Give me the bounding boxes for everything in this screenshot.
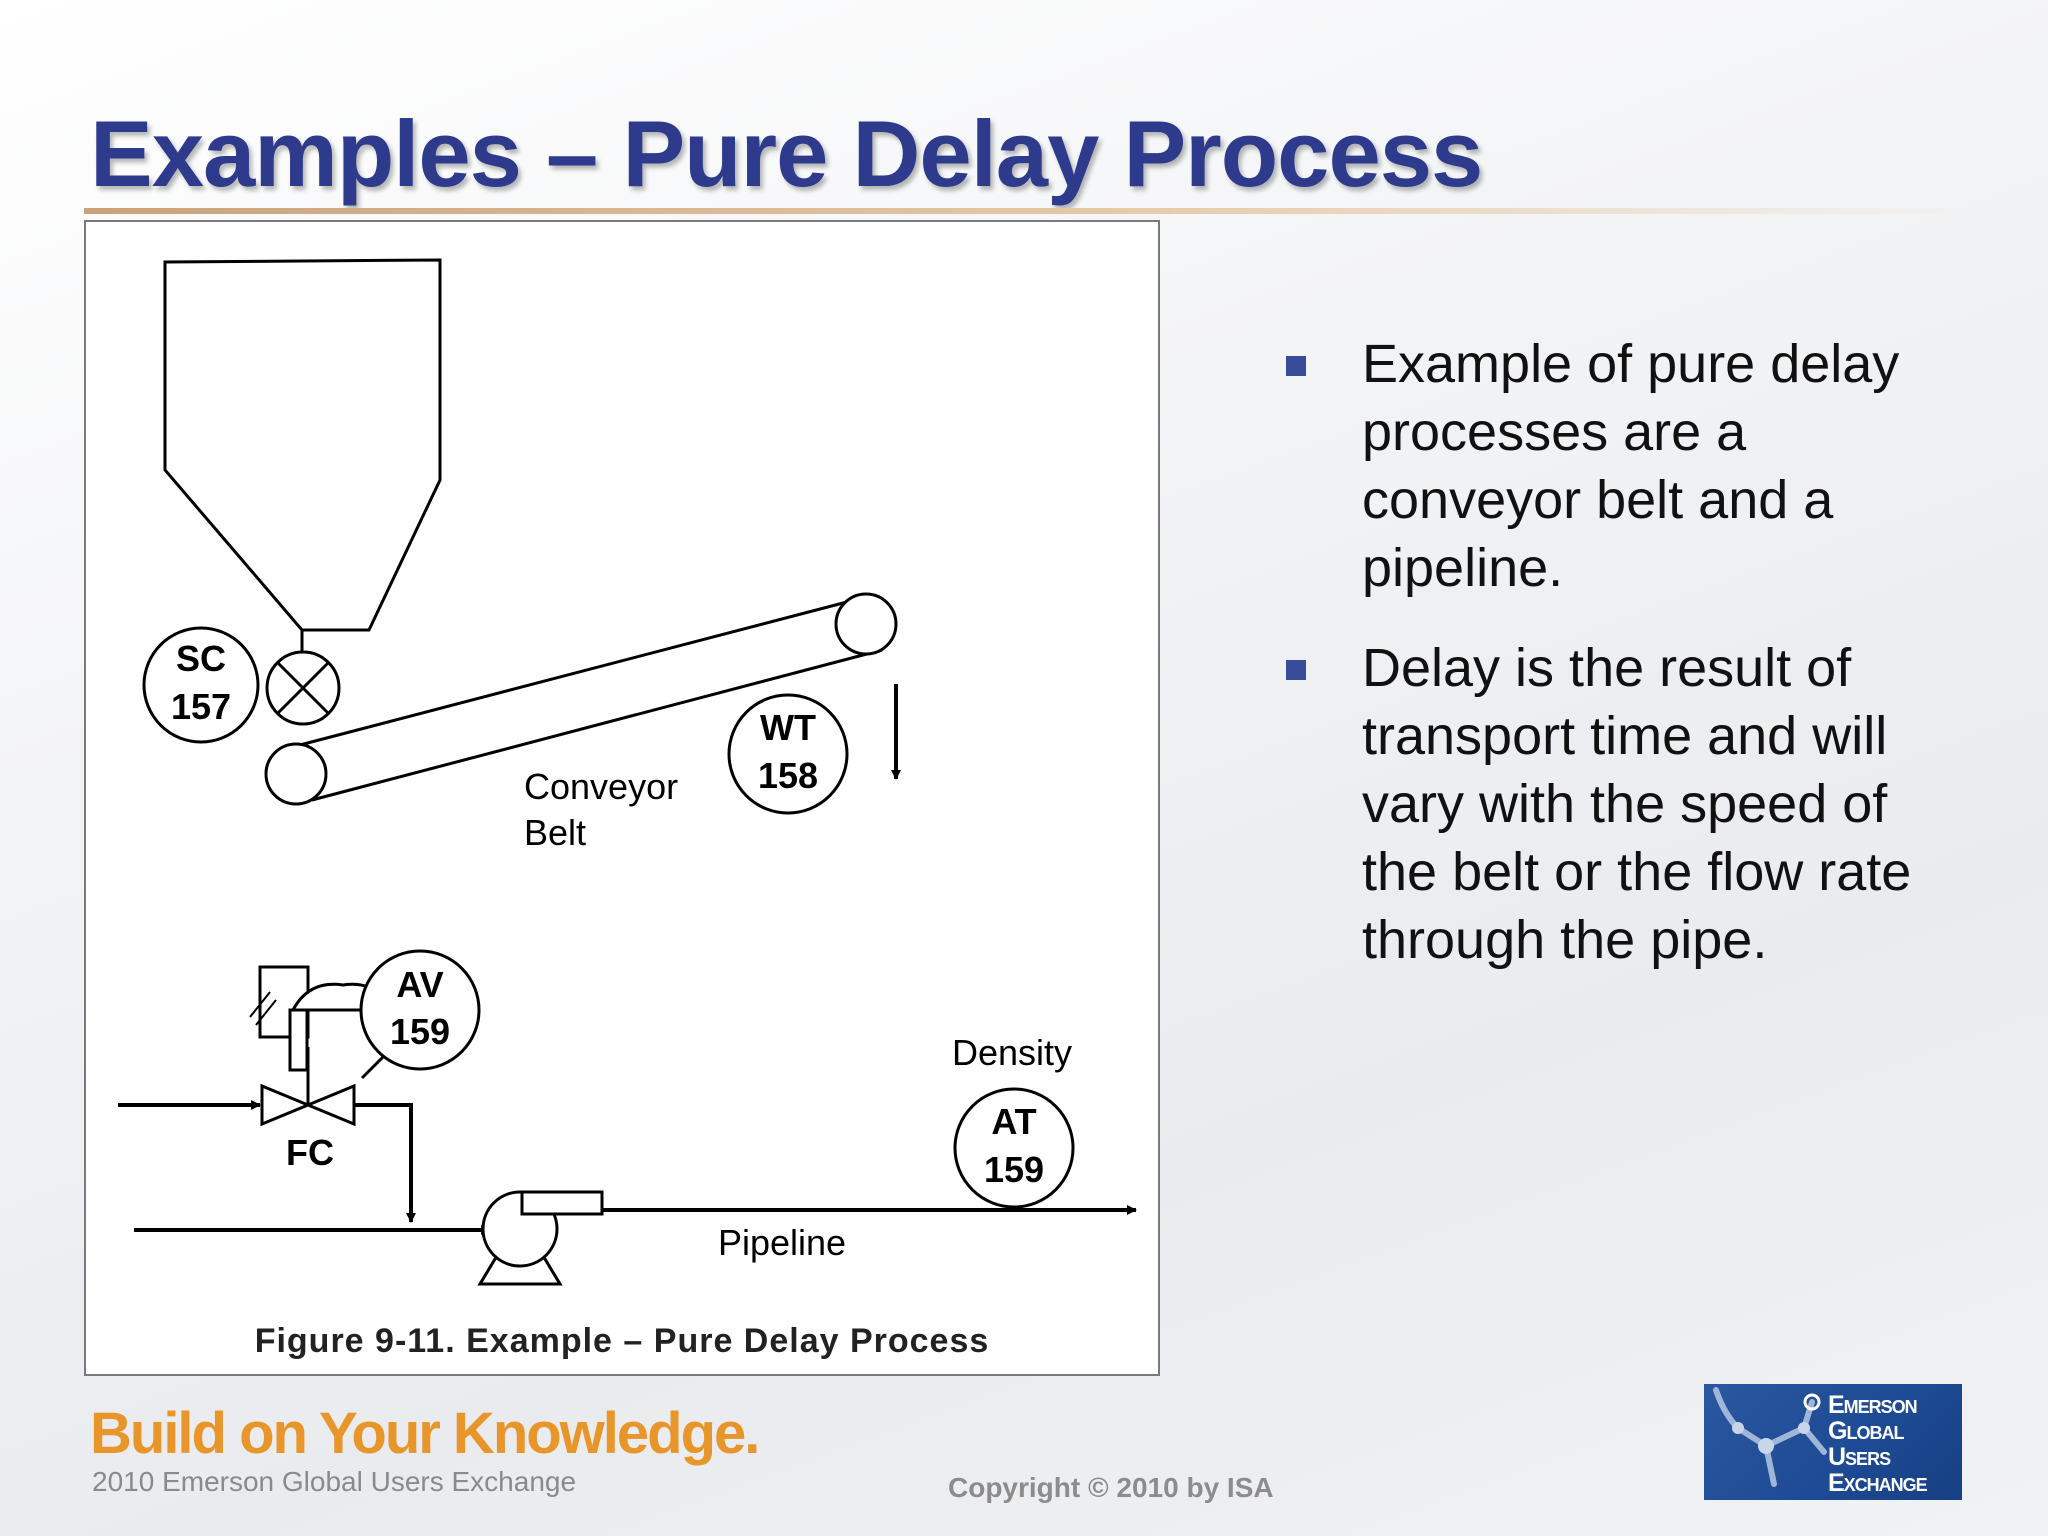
logo-line: Global (1828, 1417, 1904, 1445)
slide-title: Examples – Pure Delay Process (90, 101, 1483, 206)
logo-line: Exchange (1828, 1469, 1928, 1497)
process-figure: SC 157 WT 158 Conveyor Belt AV 159 (84, 220, 1160, 1376)
belt-label: Belt (524, 812, 586, 853)
valve-yoke (288, 1008, 309, 1072)
conveyor-head-pulley (834, 592, 898, 656)
feeder-cross-b (276, 661, 330, 715)
bullet-square-icon (1286, 356, 1306, 376)
fc-label: FC (286, 1132, 334, 1173)
title-divider (84, 208, 1974, 214)
sc-157-bubble (142, 626, 260, 744)
pump-discharge-nozzle (520, 1190, 604, 1216)
av-number: 159 (390, 1011, 450, 1052)
logo-wordmark: Emerson Global Users Exchange (1828, 1391, 1928, 1497)
positioner-hatch-b (255, 999, 277, 1026)
emerson-logo: Emerson Global Users Exchange (1704, 1384, 1962, 1500)
valve-body-left (260, 1083, 312, 1127)
conveyor-top-edge (295, 595, 867, 748)
footer-event-name: 2010 Emerson Global Users Exchange (92, 1466, 577, 1497)
wt-tag: WT (760, 707, 816, 748)
wt-number: 158 (758, 755, 818, 796)
hopper (163, 258, 442, 632)
density-label: Density (952, 1032, 1072, 1073)
figure-caption: Figure 9-11. Example – Pure Delay Proces… (254, 1322, 990, 1360)
bullet-text: Delay is the result of transport time an… (1362, 638, 1912, 970)
positioner-hatch-a (249, 991, 271, 1018)
pipeline-label: Pipeline (718, 1222, 846, 1263)
copyright-notice: Copyright © 2010 by ISA (948, 1472, 1274, 1503)
sc-number: 157 (171, 686, 231, 727)
valve-body-right (304, 1083, 356, 1127)
bullet-list: Example of pure delay processes are a co… (1286, 330, 1926, 1006)
av-159-bubble (359, 949, 481, 1071)
av-leader-line (360, 1054, 386, 1080)
at-number: 159 (984, 1149, 1044, 1190)
process-diagram: SC 157 WT 158 Conveyor Belt AV 159 (118, 258, 1137, 1286)
wt-158-bubble (727, 693, 849, 815)
at-159-bubble (953, 1087, 1075, 1209)
bullet-item: Example of pure delay processes are a co… (1286, 330, 1926, 602)
bullet-text: Example of pure delay processes are a co… (1362, 334, 1900, 598)
conveyor-label: Conveyor (524, 766, 678, 807)
logo-line: Emerson (1828, 1391, 1918, 1419)
conveyor-bottom-edge (311, 648, 883, 802)
logo-network-icon (1713, 1387, 1827, 1487)
at-tag: AT (991, 1101, 1036, 1142)
logo-line: Users (1828, 1443, 1891, 1471)
valve-outlet-line (354, 1103, 416, 1223)
conveyor-tail-pulley (264, 742, 328, 806)
bullet-square-icon (1286, 660, 1306, 680)
footer-brand-tagline: Build on Your Knowledge. (90, 1401, 760, 1466)
sc-tag: SC (176, 638, 226, 679)
av-tag: AV (396, 964, 443, 1005)
bullet-item: Delay is the result of transport time an… (1286, 634, 1926, 974)
